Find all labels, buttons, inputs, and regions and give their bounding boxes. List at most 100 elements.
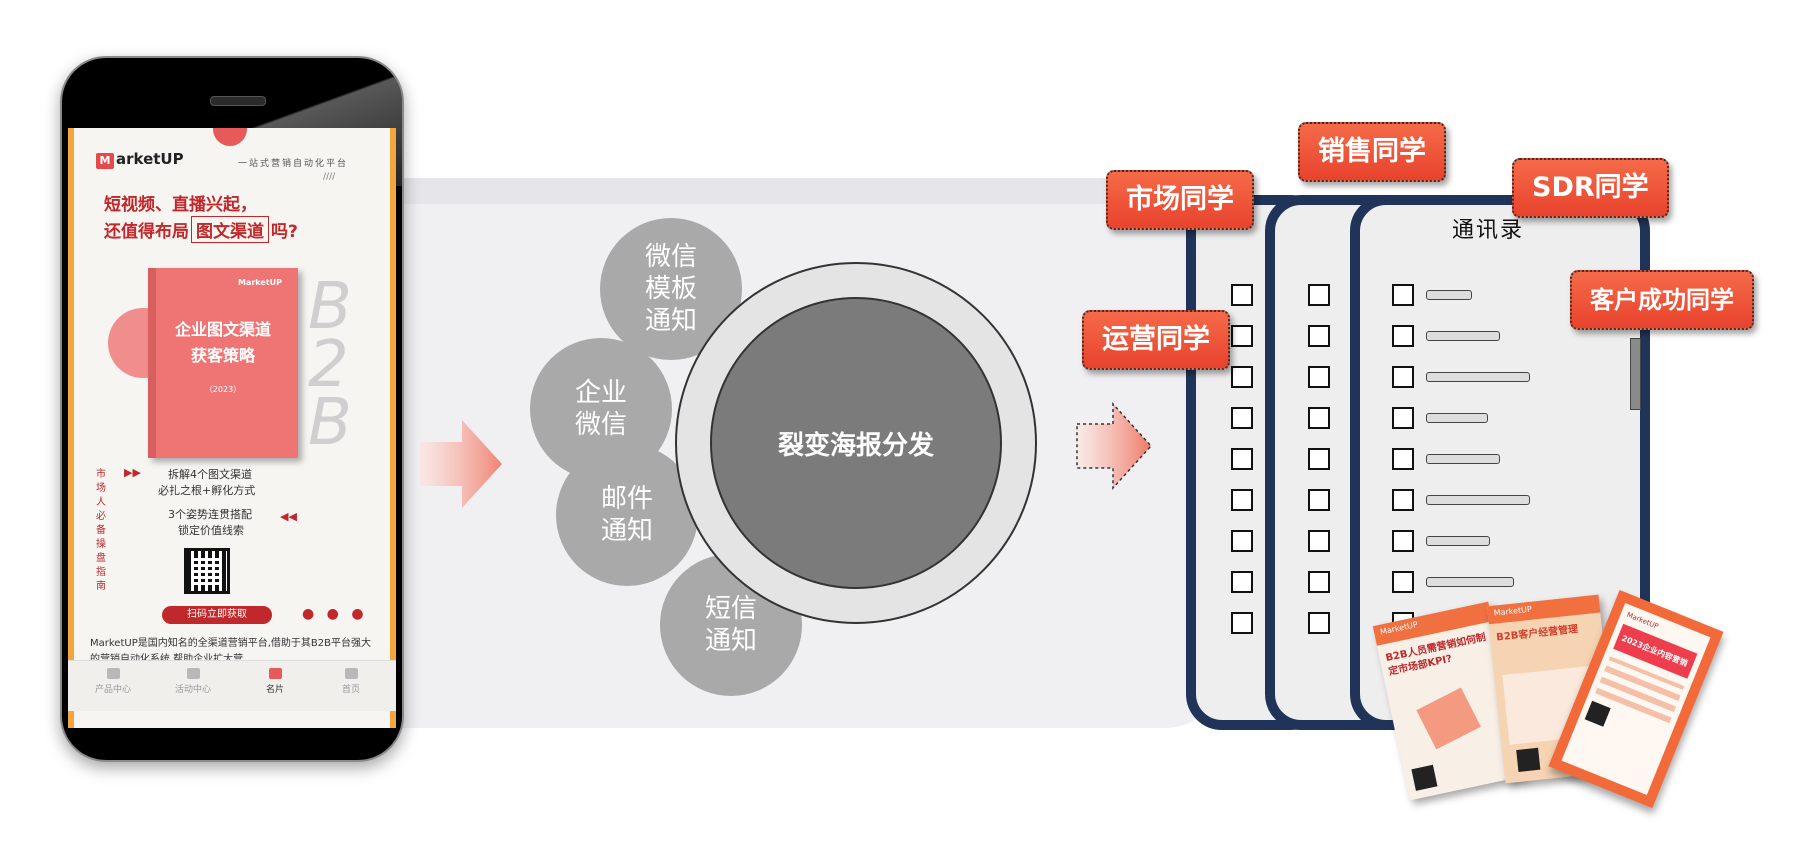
ebook-cover: [148, 268, 298, 458]
logo-text: arketUP: [116, 150, 184, 168]
contact-checkbox[interactable]: [1308, 612, 1330, 634]
vertical-caption: 市场人必备操盘指南: [96, 469, 106, 592]
contact-checkbox[interactable]: [1231, 530, 1253, 552]
contact-name-placeholder: [1426, 413, 1488, 423]
headline-2-boxed: 图文渠道: [191, 216, 269, 243]
grid-icon: [106, 668, 120, 679]
tab-product-center[interactable]: 产品中心: [78, 668, 148, 695]
poster-qr-icon: [1411, 764, 1438, 791]
poster-qr-icon: [1516, 747, 1541, 772]
ebook-title-2: 获客策略: [190, 346, 255, 365]
contact-name-placeholder: [1426, 454, 1500, 464]
decor-red-dot: [213, 128, 247, 146]
contact-checkbox[interactable]: [1392, 366, 1414, 388]
contact-checkbox[interactable]: [1308, 489, 1330, 511]
headline-line-2: 还值得布局图文渠道吗?: [104, 216, 298, 243]
tag-operations: 运营同学: [1082, 310, 1230, 370]
tag-market: 市场同学: [1106, 170, 1254, 230]
point-2-title: 3个姿势连贯搭配: [168, 508, 252, 521]
headline-line-1: 短视频、直播兴起，: [104, 195, 257, 215]
contact-name-placeholder: [1426, 331, 1500, 341]
contact-checkbox[interactable]: [1392, 407, 1414, 429]
poster-qr-icon: [1584, 700, 1611, 727]
b2b-watermark: B 2 B: [308, 270, 352, 460]
b2b-letter-2: 2: [308, 328, 349, 402]
tag-sales: 销售同学: [1298, 122, 1446, 182]
card-icon: [268, 668, 282, 679]
contact-checkbox[interactable]: [1308, 284, 1330, 306]
channel-email: 邮件 通知: [556, 444, 698, 586]
mail-icon: [344, 668, 358, 679]
b2b-letter-1: B: [308, 270, 352, 344]
tab-home[interactable]: 首页: [316, 668, 386, 695]
company-description: MarketUP是国内知名的全渠道营销平台,借助于其B2B平台强大的营销自动化系…: [90, 638, 371, 662]
contact-checkbox[interactable]: [1308, 571, 1330, 593]
contact-checkbox[interactable]: [1392, 530, 1414, 552]
qr-code-icon: [184, 548, 230, 594]
point-2-sub: 锁定价值线索: [178, 524, 244, 537]
contact-name-placeholder: [1426, 495, 1530, 505]
play-left-icon: ◀◀: [280, 510, 297, 523]
ebook-year: （2023）: [204, 385, 242, 394]
play-right-icon: ▶▶: [124, 466, 141, 479]
arrow-shape: [420, 420, 502, 508]
poster-book-image: [1416, 687, 1481, 750]
contact-checkbox[interactable]: [1231, 284, 1253, 306]
scan-get-button[interactable]: 扫码立即获取: [162, 606, 272, 624]
contact-checkbox[interactable]: [1392, 448, 1414, 470]
tab-label: 活动中心: [174, 685, 211, 695]
b2b-letter-3: B: [308, 386, 352, 460]
screen-right-edge: [390, 128, 396, 728]
contact-name-placeholder: [1426, 536, 1490, 546]
slogan: 一站式营销自动化平台: [238, 159, 349, 169]
contact-checkbox[interactable]: [1308, 407, 1330, 429]
center-fission-poster: 裂变海报分发: [710, 297, 1002, 589]
contact-checkbox[interactable]: [1392, 325, 1414, 347]
tab-business-card[interactable]: 名片: [240, 668, 310, 695]
contact-name-placeholder: [1426, 290, 1472, 300]
point-1-title: 拆解4个图文渠道: [168, 468, 252, 481]
tag-sdr: SDR同学: [1512, 158, 1669, 218]
contact-checkbox[interactable]: [1231, 489, 1253, 511]
contact-checkbox[interactable]: [1231, 325, 1253, 347]
dots-decor: ● ● ●: [302, 606, 368, 622]
screen-left-edge: [68, 128, 74, 728]
flow-arrow-1: [420, 420, 502, 508]
contact-checkbox[interactable]: [1308, 530, 1330, 552]
contacts-title: 通讯录: [1452, 218, 1525, 243]
flow-band-top-edge: [395, 178, 1195, 204]
ebook-title-1: 企业图文渠道: [174, 320, 271, 339]
contact-checkbox[interactable]: [1392, 571, 1414, 593]
contact-checkbox[interactable]: [1231, 407, 1253, 429]
bookmark-icon: [186, 668, 200, 679]
ebook-spine: [148, 268, 156, 458]
tab-label: 产品中心: [94, 685, 131, 695]
contact-checkbox[interactable]: [1231, 612, 1253, 634]
contact-checkbox[interactable]: [1231, 366, 1253, 388]
tag-customer-success: 客户成功同学: [1570, 270, 1754, 330]
headline-2-post: 吗?: [271, 222, 298, 242]
contacts-scrollbar[interactable]: [1630, 338, 1641, 410]
contact-checkbox[interactable]: [1308, 448, 1330, 470]
tab-activity-center[interactable]: 活动中心: [158, 668, 228, 695]
contact-checkbox[interactable]: [1231, 448, 1253, 470]
tab-bar: [68, 660, 396, 711]
contact-checkbox[interactable]: [1392, 489, 1414, 511]
arrow-shape: [1076, 402, 1153, 490]
point-1-sub: 必扎之根+孵化方式: [158, 484, 256, 497]
tab-label: 首页: [341, 685, 360, 695]
ebook-logo: MarketUP: [238, 278, 283, 287]
slash-decor: ////: [323, 172, 336, 182]
contact-checkbox[interactable]: [1308, 325, 1330, 347]
contact-name-placeholder: [1426, 577, 1514, 587]
phone-speaker: [210, 96, 266, 106]
flow-arrow-2: [1076, 402, 1153, 490]
contact-checkbox[interactable]: [1392, 284, 1414, 306]
contact-checkbox[interactable]: [1308, 366, 1330, 388]
tab-label: 名片: [265, 685, 284, 695]
logo-mark-icon: M: [96, 153, 114, 169]
contact-checkbox[interactable]: [1231, 571, 1253, 593]
